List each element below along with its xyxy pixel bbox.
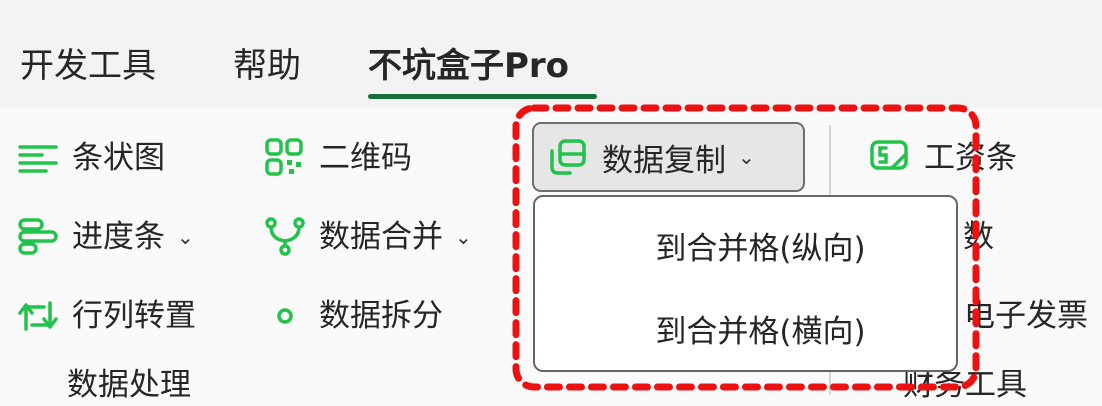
salary-icon bbox=[870, 138, 914, 178]
chevron-down-icon: ⌄ bbox=[738, 145, 755, 169]
transpose-icon bbox=[18, 296, 62, 336]
chevron-down-icon: ⌄ bbox=[455, 225, 472, 249]
progress-bar-label: 进度条 bbox=[72, 219, 165, 255]
qr-code-button[interactable]: 二维码 bbox=[265, 138, 412, 178]
copy-icon bbox=[548, 137, 592, 177]
merge-icon bbox=[265, 217, 309, 257]
tab-help[interactable]: 帮助 bbox=[233, 46, 301, 86]
finance-item-2-label: 数 bbox=[963, 219, 994, 255]
split-icon bbox=[265, 296, 309, 336]
bar-chart-label: 条状图 bbox=[72, 140, 165, 176]
data-copy-label: 数据复制 bbox=[602, 142, 726, 179]
split-label: 数据拆分 bbox=[319, 298, 443, 334]
salary-slip-label: 工资条 bbox=[924, 140, 1017, 176]
qr-code-icon bbox=[265, 138, 309, 178]
salary-slip-button[interactable]: 工资条 bbox=[870, 138, 1017, 178]
group-label-data-processing: 数据处理 bbox=[67, 367, 191, 403]
bar-chart-icon bbox=[18, 138, 62, 178]
tab-bukeng-box-pro[interactable]: 不坑盒子Pro bbox=[368, 46, 570, 86]
data-copy-dropdown-menu: 到合并格(纵向) 到合并格(横向) bbox=[533, 195, 958, 372]
bar-chart-button[interactable]: 条状图 bbox=[18, 138, 165, 178]
e-invoice-button[interactable]: 电子发票 bbox=[964, 296, 1088, 336]
e-invoice-label: 电子发票 bbox=[964, 298, 1088, 334]
finance-item-2[interactable]: 数 bbox=[963, 217, 994, 257]
ribbon-tab-bar: 开发工具 帮助 不坑盒子Pro bbox=[0, 0, 1102, 108]
chevron-down-icon: ⌄ bbox=[177, 225, 194, 249]
tab-developer-tools[interactable]: 开发工具 bbox=[20, 46, 156, 86]
transpose-label: 行列转置 bbox=[72, 298, 196, 334]
merge-label: 数据合并 bbox=[319, 219, 443, 255]
progress-bar-icon bbox=[18, 217, 62, 257]
split-button[interactable]: 数据拆分 bbox=[265, 296, 443, 336]
menu-item-to-merged-vertical[interactable]: 到合并格(纵向) bbox=[655, 230, 866, 267]
data-copy-button[interactable]: 数据复制 ⌄ bbox=[532, 122, 805, 192]
qr-code-label: 二维码 bbox=[319, 140, 412, 176]
menu-item-to-merged-horizontal[interactable]: 到合并格(横向) bbox=[655, 313, 866, 350]
merge-button[interactable]: 数据合并 ⌄ bbox=[265, 217, 472, 257]
active-tab-indicator bbox=[368, 94, 597, 99]
progress-bar-button[interactable]: 进度条 ⌄ bbox=[18, 217, 194, 257]
transpose-button[interactable]: 行列转置 bbox=[18, 296, 196, 336]
